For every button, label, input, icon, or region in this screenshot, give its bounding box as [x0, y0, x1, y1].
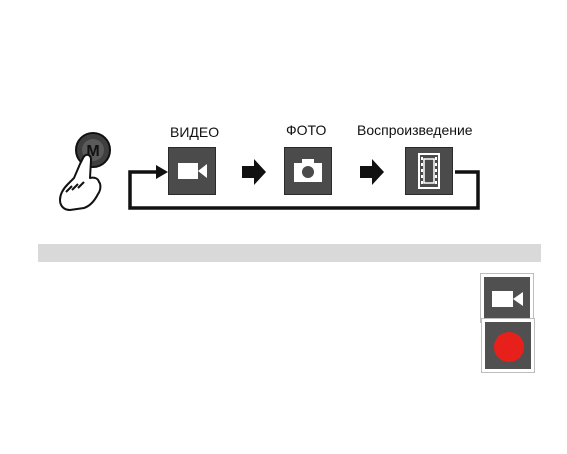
video-camera-icon	[484, 277, 530, 319]
mode-label-playback: Воспроизведение	[357, 122, 473, 138]
record-dot-icon	[485, 322, 531, 369]
section-band	[38, 244, 541, 262]
arrow-photo-to-playback	[360, 159, 384, 185]
arrow-video-to-photo	[242, 159, 266, 185]
video-camera-icon	[169, 148, 215, 194]
photo-mode-box	[284, 147, 332, 195]
side-record-icon-box	[481, 318, 535, 373]
loop-back-arrowhead	[156, 165, 168, 179]
mode-label-photo: ФОТО	[286, 122, 326, 138]
mode-label-video: ВИДЕО	[170, 124, 219, 140]
video-mode-box	[168, 147, 216, 195]
playback-mode-box	[405, 147, 453, 195]
side-video-icon-box	[480, 273, 534, 323]
film-strip-icon	[406, 148, 452, 194]
photo-camera-icon	[285, 148, 331, 194]
